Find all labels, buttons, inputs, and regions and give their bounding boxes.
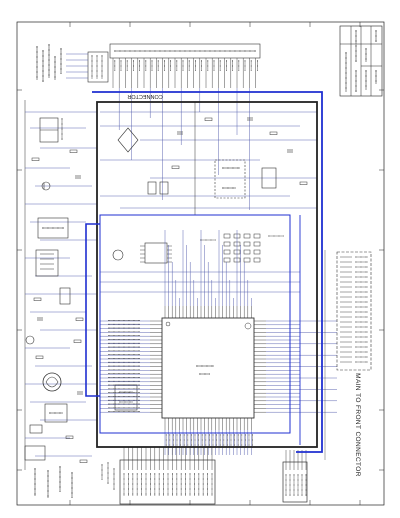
resistor-array-element [223,249,231,255]
crystal-oscillator [112,249,124,261]
board-outline [85,91,323,453]
component-box [37,217,69,239]
bottom-connector-body [119,459,216,505]
aux-connector-body [282,461,308,503]
top-connector-label: CONNECTOR [127,93,162,99]
resistor [33,297,42,301]
component-box [29,424,43,434]
resistor [73,339,82,343]
bridge-rectifier [117,127,139,153]
board-outline-black [96,101,318,448]
transistor [41,181,51,191]
resistor [204,117,213,121]
orientation-marker [244,322,252,330]
resistor-array-element [223,233,231,239]
resistor-array-element [243,241,251,247]
mcu-chip [100,230,337,455]
resistor [31,157,40,161]
resistor-array-element [253,257,261,263]
shield-bus-blue [92,91,323,453]
led [25,335,35,345]
resistor-array-element [243,233,251,239]
resistor [269,131,278,135]
logic-ic [144,242,168,264]
resistor-array-element [253,241,261,247]
resistor [69,149,78,153]
drawing-frame [16,21,385,506]
pin1-marker [165,321,171,327]
regulator-block [214,159,246,199]
resistor-array-element [243,257,251,263]
frame-border [16,21,385,506]
bottom-connector [101,447,308,505]
resistor-array-element [223,257,231,263]
component-box [147,181,157,195]
transistor-block [261,167,277,189]
connector-box [87,51,109,83]
title-block [339,25,383,97]
resistor [79,459,88,463]
resistor-array-element [243,249,251,255]
motor [42,372,62,392]
resistor [65,435,74,439]
left-bus-blue [85,223,100,397]
resistor-array-element [223,241,231,247]
resistor [75,317,84,321]
left-circuit-section [24,100,97,498]
transformer [35,249,59,277]
inner-bus-blue [99,214,291,434]
resistor [299,181,308,185]
motor-symbol [45,376,59,388]
resistor [171,165,180,169]
resistor-array-element [253,233,261,239]
component-box [159,181,169,195]
switch-block [44,403,68,423]
resistor-array-element [253,249,261,255]
resistor [35,355,44,359]
front-connector [324,250,372,460]
front-connector-label: MAIN TO FRONT CONNECTOR [354,373,361,477]
component-box [24,445,46,461]
connector-header [109,43,261,59]
component-box [59,287,71,305]
top-left-connector [36,44,109,83]
front-connector-border [336,251,372,371]
